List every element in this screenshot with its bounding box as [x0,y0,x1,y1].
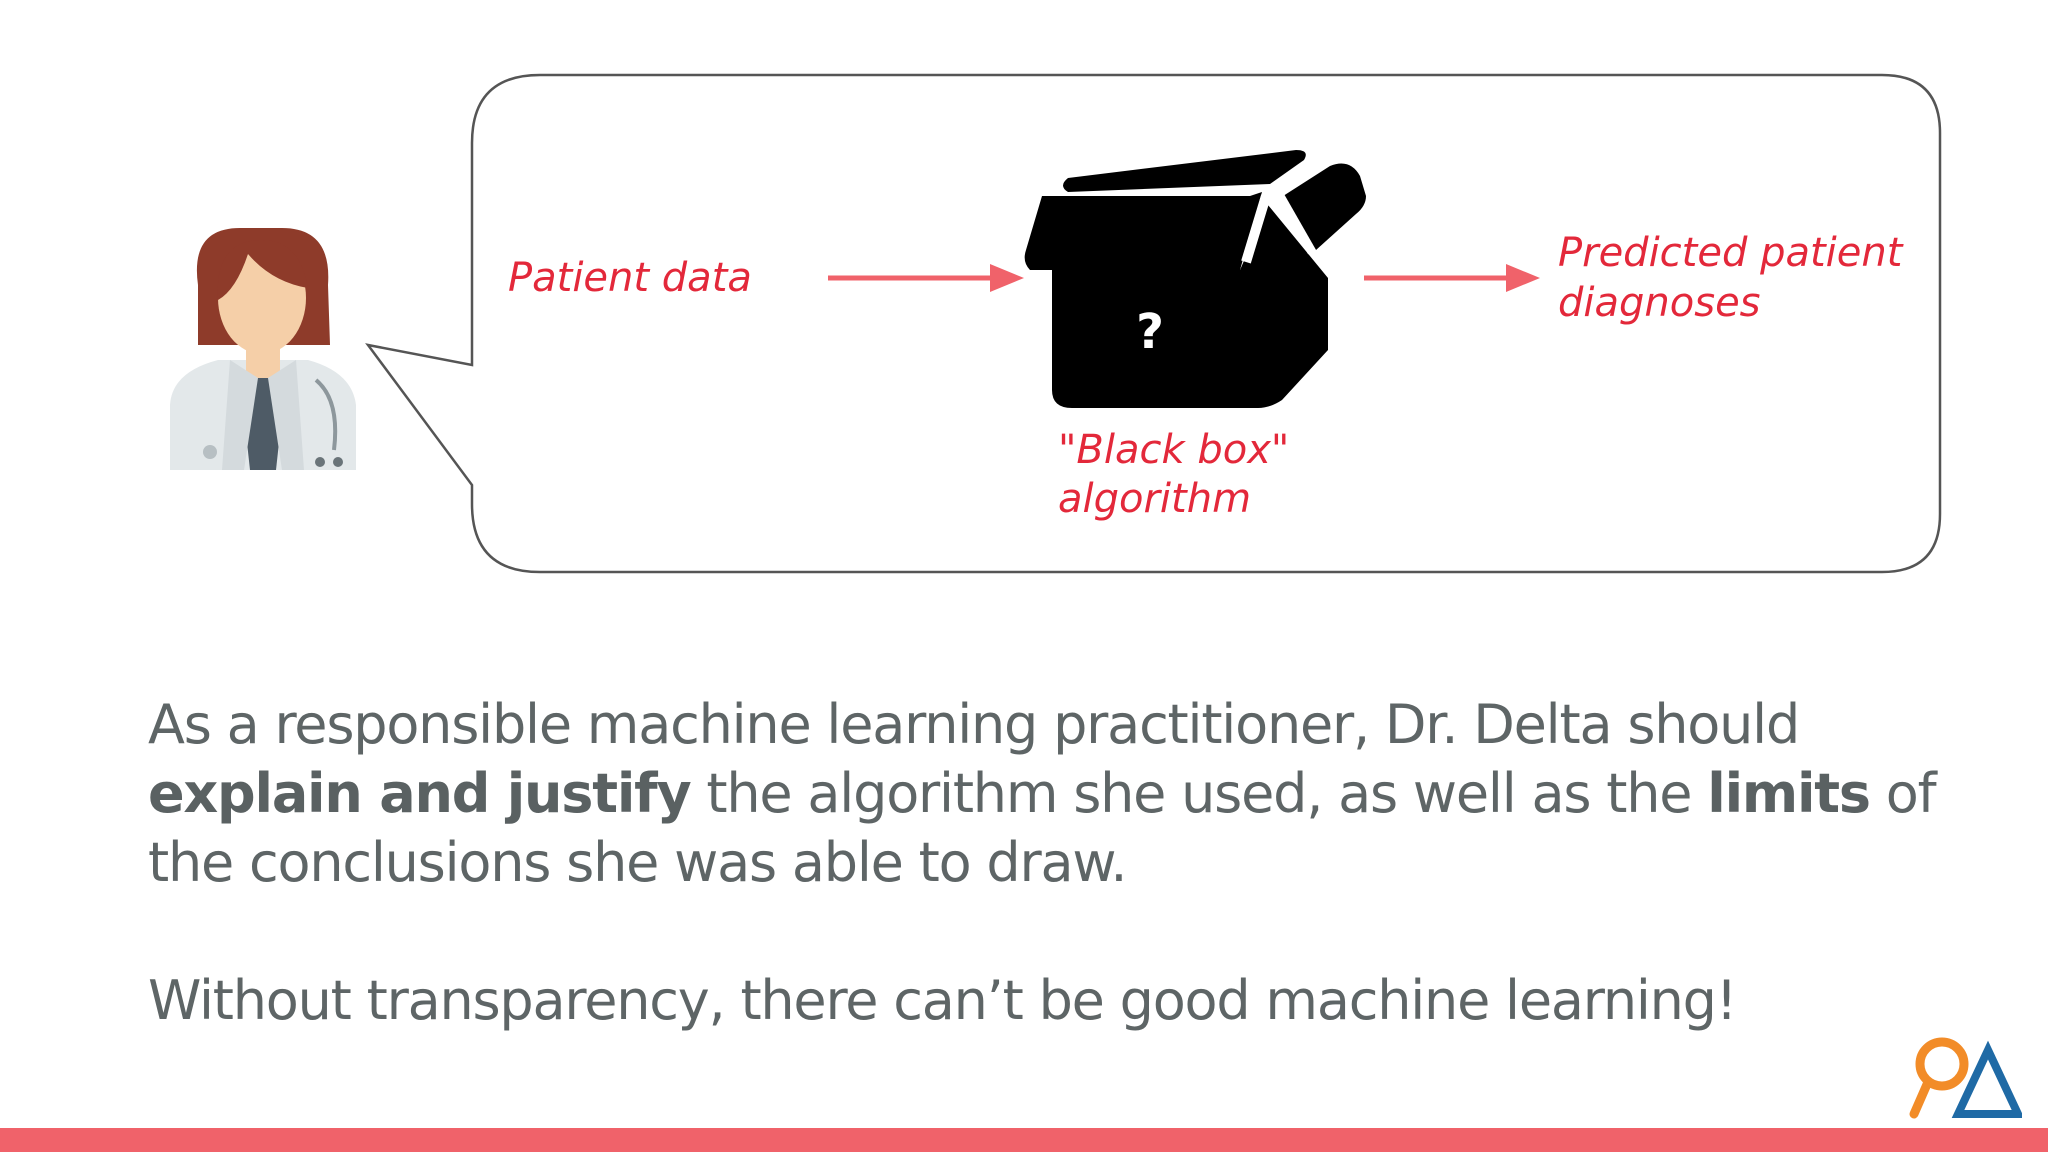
caption-paragraph-2: Without transparency, there can’t be goo… [148,969,1737,1032]
caption-paragraph-1: As a responsible machine learning practi… [148,690,1948,897]
output-label-line1: Predicted patient [1558,230,1904,276]
magnifier-delta-logo-icon [1909,1037,2022,1119]
box-label-line1: "Black box" [1058,427,1289,473]
doctor-avatar-icon [170,228,356,470]
input-arrow [828,264,1024,292]
caption-text-3: of the conclusions she was able to draw. [148,762,1937,894]
slide-caption: As a responsible machine learning practi… [148,690,1948,1035]
black-box-icon [1024,150,1366,408]
black-box-diagram: Patient data ? "Black box" algorithm Pre… [170,73,1942,574]
bottom-accent-bar [0,1128,2048,1152]
output-arrow [1364,264,1540,292]
box-label-line2: algorithm [1058,476,1251,522]
box-question-mark: ? [1136,304,1164,360]
caption-emphasis-explain: explain and justify [148,762,692,825]
input-label: Patient data [508,255,752,301]
output-label-line2: diagnoses [1558,280,1761,326]
caption-text-2: the algorithm she used, as well as the [690,762,1708,825]
caption-text-1: As a responsible machine learning practi… [148,693,1800,756]
caption-emphasis-limits: limits [1707,762,1871,825]
